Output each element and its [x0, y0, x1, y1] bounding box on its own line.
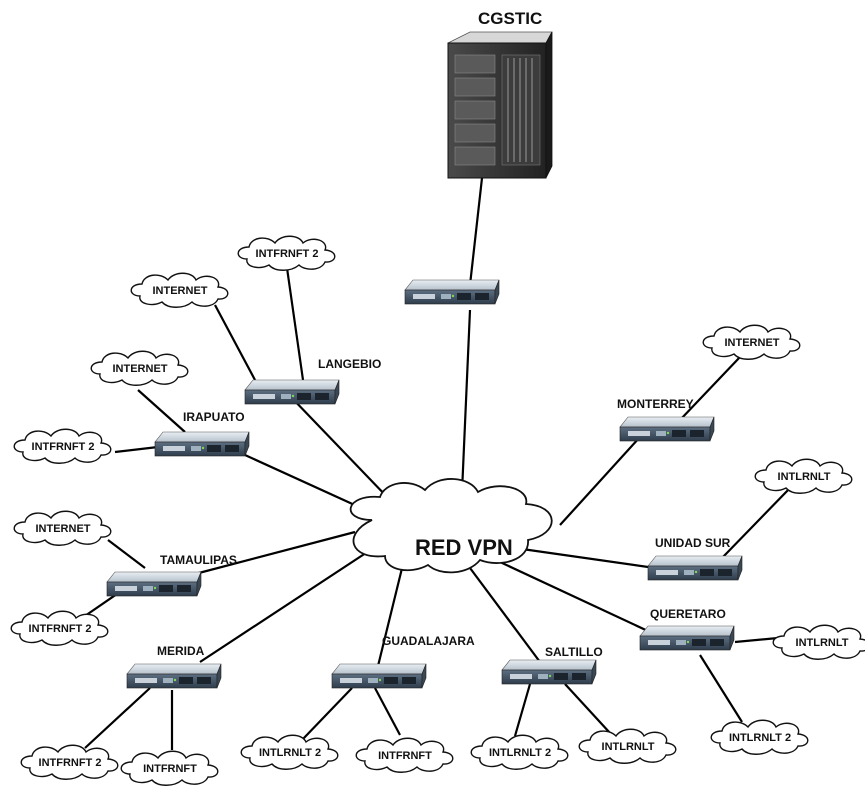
- site-label-guadalajara: GUADALAJARA: [382, 634, 475, 648]
- svg-text:INTFRNFT 2: INTFRNFT 2: [256, 248, 319, 260]
- svg-text:INTERNET: INTERNET: [113, 363, 168, 375]
- site-label-tamaulipas: TAMAULIPAS: [160, 553, 237, 567]
- site-label-saltillo: SALTILLO: [545, 645, 603, 659]
- svg-text:INTLRNLT: INTLRNLT: [796, 637, 849, 649]
- cloud-langebio-internet: INTERNET: [130, 272, 229, 308]
- link-guadalajara-vpn: [376, 555, 407, 667]
- svg-text:INTLRNLT: INTLRNLT: [778, 471, 831, 483]
- router-merida: [126, 663, 222, 689]
- cloud-guadalajara-internet: INTFRNFT: [355, 737, 454, 773]
- svg-text:INTFRNFT 2: INTFRNFT 2: [29, 623, 92, 635]
- site-label-unidad-sur: UNIDAD SUR: [655, 536, 731, 550]
- router-monterrey: [619, 416, 715, 442]
- cloud-unidad-sur-internet: INTLRNLT: [754, 458, 853, 494]
- cloud-tamaulipas-internet: INTERNET: [13, 510, 112, 546]
- cloud-tamaulipas-internet2: INTFRNFT 2: [10, 610, 109, 646]
- link-langebio-vpn: [289, 395, 391, 501]
- svg-text:INTLRNLT 2: INTLRNLT 2: [259, 747, 321, 759]
- router-guadalajara: [331, 663, 427, 689]
- cloud-queretaro-internet2: INTLRNLT 2: [710, 719, 809, 755]
- cloud-guadalajara-internet2: INTLRNLT 2: [240, 734, 339, 770]
- hub-router: [404, 279, 500, 305]
- svg-text:INTLRNLT 2: INTLRNLT 2: [489, 747, 551, 759]
- svg-text:INTFRNFT 2: INTFRNFT 2: [39, 757, 102, 769]
- link-irapuato-vpn: [244, 453, 371, 514]
- router-queretaro: [639, 625, 735, 651]
- cloud-saltillo-internet: INTLRNLT: [578, 728, 677, 764]
- svg-text:INTFRNFT: INTFRNFT: [378, 750, 432, 762]
- cloud-monterrey-internet: INTERNET: [702, 324, 801, 360]
- site-label-irapuato: IRAPUATO: [183, 410, 245, 424]
- svg-text:INTLRNLT 2: INTLRNLT 2: [729, 732, 791, 744]
- vpn-label: RED VPN: [415, 535, 513, 560]
- router-irapuato: [154, 431, 250, 457]
- router-tamaulipas: [106, 571, 202, 597]
- link-monterrey-vpn: [559, 436, 641, 526]
- svg-text:INTERNET: INTERNET: [725, 337, 780, 349]
- connections: [81, 177, 791, 750]
- cloud-queretaro-internet: INTLRNLT: [772, 624, 865, 660]
- cloud-langebio-internet2: INTFRNFT 2: [237, 235, 336, 271]
- site-label-monterrey: MONTERREY: [617, 397, 694, 411]
- link-merida-vpn: [199, 544, 379, 663]
- link-hub-router-vpn: [460, 309, 472, 493]
- router-unidad-sur: [647, 555, 743, 581]
- cloud-merida-internet: INTFRNFT: [120, 750, 219, 786]
- site-label-merida: MERIDA: [157, 644, 205, 658]
- link-saltillo-vpn: [469, 567, 541, 663]
- link-tamaulipas-vpn: [194, 530, 356, 576]
- svg-text:INTFRNFT: INTFRNFT: [143, 763, 197, 775]
- cloud-irapuato-internet: INTERNET: [90, 350, 189, 386]
- cloud-irapuato-internet2: INTFRNFT 2: [13, 428, 112, 464]
- site-label-langebio: LANGEBIO: [318, 357, 381, 371]
- cgstic-server: CGSTIC: [447, 9, 553, 179]
- site-label-queretaro: QUERETARO: [650, 607, 726, 621]
- router-saltillo: [501, 659, 597, 685]
- svg-text:INTFRNFT 2: INTFRNFT 2: [32, 441, 95, 453]
- cloud-merida-internet2: INTFRNFT 2: [20, 744, 119, 780]
- svg-text:INTERNET: INTERNET: [153, 285, 208, 297]
- router-langebio: [244, 379, 340, 405]
- cloud-saltillo-internet2: INTLRNLT 2: [470, 734, 569, 770]
- link-server-hub-router: [468, 177, 484, 286]
- cgstic-label: CGSTIC: [478, 9, 542, 28]
- vpn-cloud: RED VPN: [349, 478, 553, 574]
- svg-text:INTERNET: INTERNET: [36, 523, 91, 535]
- svg-text:INTLRNLT: INTLRNLT: [602, 741, 655, 753]
- link-queretaro-vpn: [499, 561, 651, 633]
- link-unidadsur-vpn: [514, 546, 656, 570]
